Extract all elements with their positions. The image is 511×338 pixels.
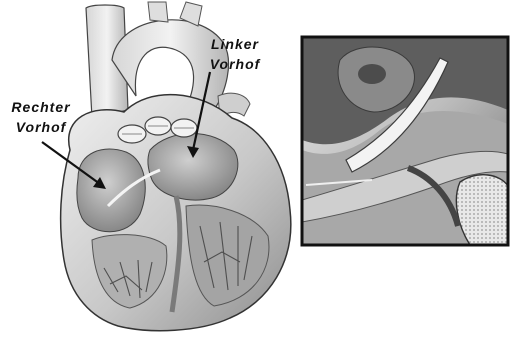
right-atrium-chamber [77,149,145,232]
left-atrium-label: Linker Vorhof [204,34,266,74]
right-atrium-label-line2: Vorhof [4,117,78,137]
left-atrium-label-line1: Linker [204,34,266,54]
inset-close-up [302,37,508,245]
left-atrium-label-line2: Vorhof [204,54,266,74]
left-atrium-chamber [148,134,238,200]
right-atrium-label-line1: Rechter [4,97,78,117]
closure-device [456,175,508,245]
aortic-branch-1 [148,2,168,22]
right-atrium-label: Rechter Vorhof [4,97,78,137]
